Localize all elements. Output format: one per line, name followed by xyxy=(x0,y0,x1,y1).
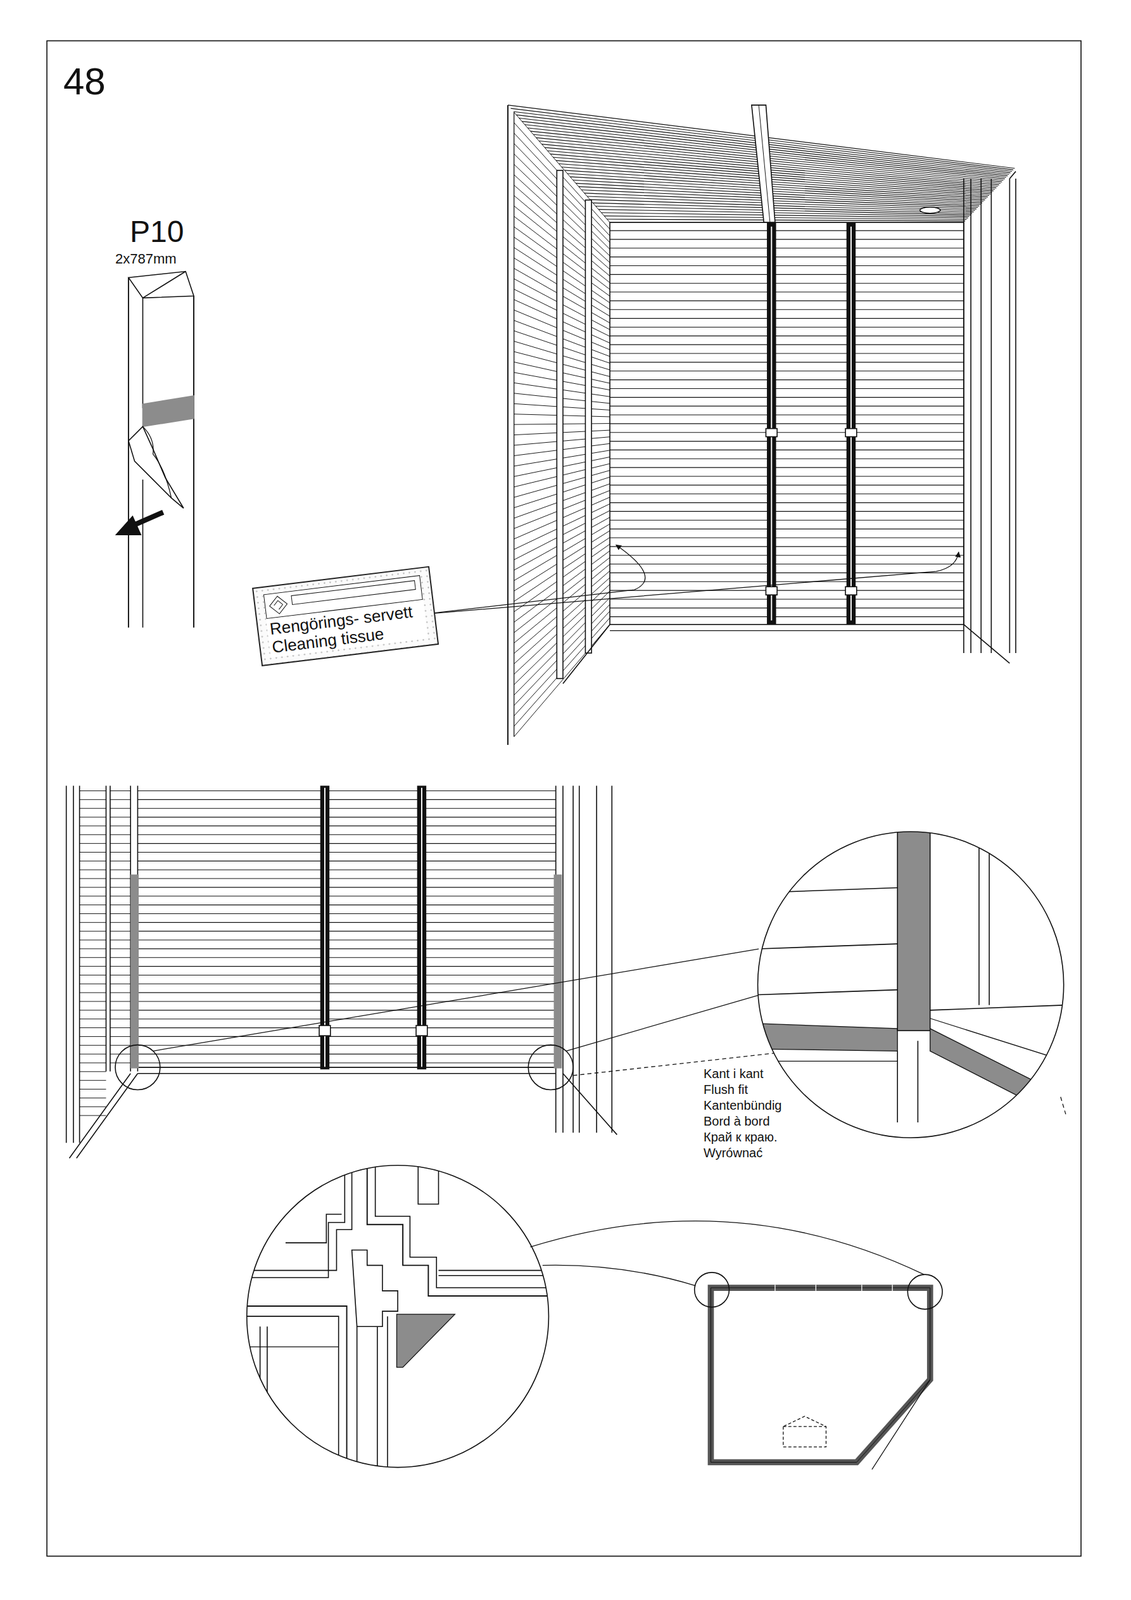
part-dimension: 2x787mm xyxy=(115,250,177,267)
cleaning-tissue-packet: Rengörings- servettCleaning tissue xyxy=(252,566,439,667)
note: Край к краю. xyxy=(703,1129,778,1145)
note: Flush fit xyxy=(703,1082,748,1097)
note: Kantenbündig xyxy=(703,1098,782,1113)
part-number: P10 xyxy=(129,214,184,249)
note: Kant i kant xyxy=(703,1066,764,1081)
note: Wyrównać xyxy=(703,1145,763,1161)
step-number: 48 xyxy=(63,59,106,104)
note: Bord à bord xyxy=(703,1113,771,1129)
line-art xyxy=(46,40,1081,1556)
